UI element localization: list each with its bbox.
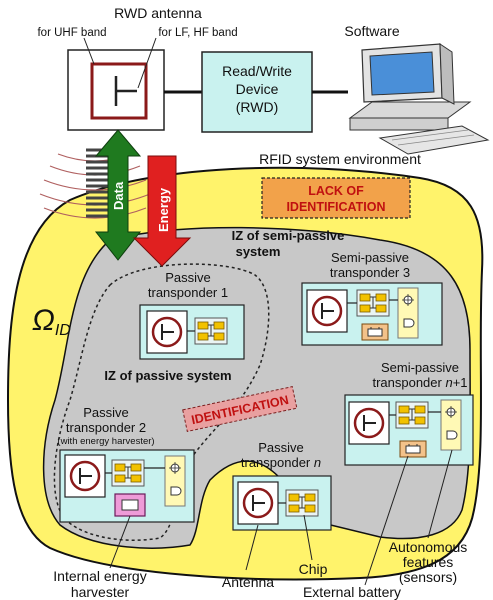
callout-auto-line2: features [403, 554, 454, 570]
iz-semi-label-line2: system [236, 244, 281, 259]
coil-spring-icon [86, 148, 108, 218]
energy-arrow-label: Energy [156, 187, 171, 232]
lack-line1: LACK OF [308, 184, 364, 198]
rwd-antenna-title: RWD antenna [114, 5, 202, 21]
lack-of-identification-badge [261, 177, 411, 219]
callout-auto-line1: Autonomous [389, 539, 468, 555]
rwd-line1: Read/Write [222, 63, 292, 79]
software-label: Software [344, 23, 399, 39]
p2-label-line3: (with energy harvester) [57, 436, 154, 447]
data-arrow [94, 129, 142, 261]
iz-passive-label: IZ of passive system [104, 368, 231, 383]
callout-harvester-line2: harvester [71, 584, 130, 600]
iz-semi-label-line1: IZ of semi-passive [232, 228, 345, 243]
callout-auto-line3: (sensors) [399, 569, 457, 585]
passive-transponder-n [232, 475, 332, 531]
rwd-line3: (RWD) [236, 99, 279, 115]
uhf-band-note: for UHF band [37, 27, 106, 39]
rwd-antenna-coil [90, 62, 148, 120]
data-arrow-label: Data [111, 181, 126, 210]
sn1-label-line2: transponder n+1 [372, 375, 467, 390]
rwd-device-box [201, 51, 313, 133]
p2-label-line1: Passive [83, 405, 129, 420]
sn1-label-line1: Semi-passive [381, 360, 459, 375]
semi-passive-transponder-3 [301, 282, 443, 346]
callout-chip: Chip [299, 561, 328, 577]
p1-label-line2: transponder 1 [148, 285, 228, 300]
callout-antenna: Antenna [222, 574, 274, 590]
lack-line2: IDENTIFICATION [286, 200, 385, 214]
s3-label-line2: transponder 3 [330, 265, 410, 280]
pn-label-line2: transponder n [241, 455, 321, 470]
p1-label-line1: Passive [165, 270, 211, 285]
semi-passive-transponder-n1 [344, 394, 474, 466]
lfhf-band-note: for LF, HF band [158, 27, 237, 39]
rwd-line2: Device [236, 81, 279, 97]
omega-id-symbol: ΩID [32, 304, 71, 339]
energy-arrow [132, 155, 192, 267]
p2-label-line2: transponder 2 [66, 420, 146, 435]
callout-battery: External battery [303, 584, 401, 600]
passive-transponder-2 [59, 449, 195, 523]
environment-label: RFID system environment [259, 151, 421, 167]
passive-transponder-1 [139, 304, 245, 360]
computer-icon [348, 43, 490, 155]
pn-label-line1: Passive [258, 440, 304, 455]
callout-lines [109, 449, 453, 586]
callout-harvester-line1: Internal energy [53, 568, 146, 584]
s3-label-line1: Semi-passive [331, 250, 409, 265]
